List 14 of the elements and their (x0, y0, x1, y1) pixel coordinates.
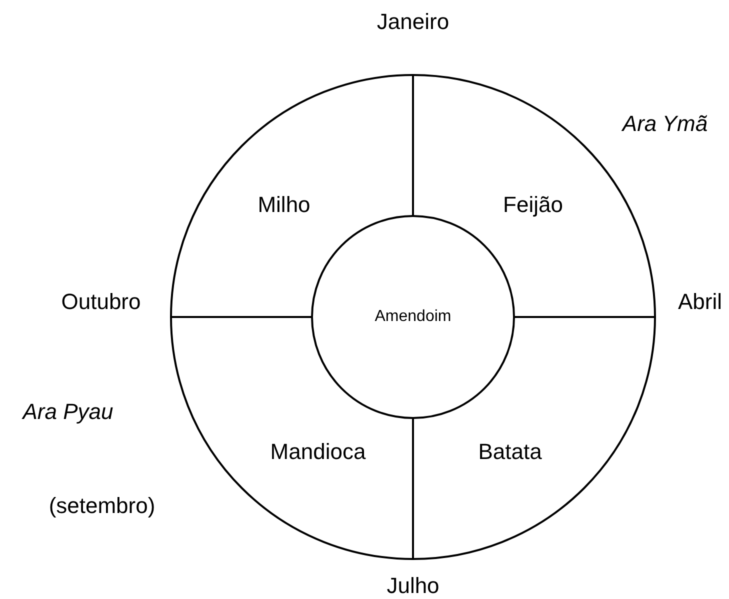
month-label: Janeiro (376, 9, 450, 35)
circle (170, 74, 656, 560)
month-label: (setembro) (48, 493, 156, 519)
circle (311, 215, 515, 419)
month-label: Abril (678, 289, 722, 315)
crop-label: Milho (258, 192, 310, 218)
crop-label: Mandioca (270, 439, 366, 465)
month-label: Outubro (61, 289, 141, 315)
crop-label: Batata (478, 439, 542, 465)
season-label: Ara Ymã (622, 111, 708, 137)
month-label: Julho (386, 573, 440, 599)
season-label: Ara Pyau (22, 399, 114, 425)
circle-label: Amendoim (374, 308, 452, 326)
crop-label: Feijão (503, 192, 563, 218)
